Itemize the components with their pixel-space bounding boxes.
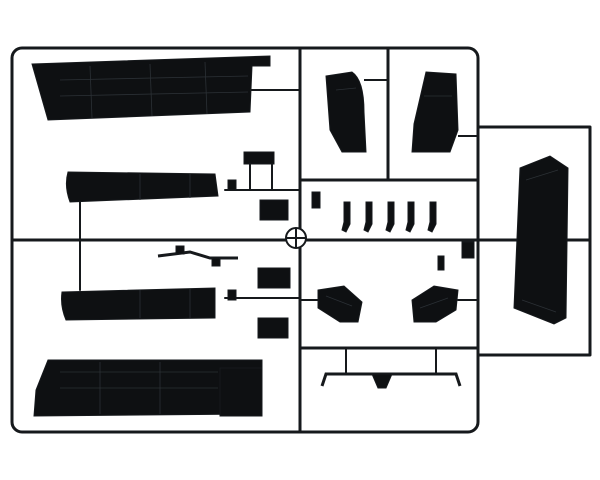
- part-blade: [513, 155, 569, 325]
- part-frame-bracket-right: [411, 285, 459, 323]
- part-side-panel-right: [411, 71, 478, 153]
- frame-runner: [10, 46, 592, 434]
- part-crossbar: [320, 347, 462, 389]
- part-upper-fender: [65, 171, 219, 203]
- part-lower-panel: [33, 359, 263, 417]
- part-pins: [341, 201, 437, 233]
- part-linkage-arm: [157, 245, 238, 267]
- part-upper-panel: [31, 55, 271, 121]
- part-small-brackets: [227, 151, 475, 339]
- part-side-panel-left: [325, 71, 388, 153]
- part-frame-bracket-left: [317, 285, 363, 323]
- sprue-hub: [285, 227, 307, 249]
- part-lower-fender: [61, 287, 216, 321]
